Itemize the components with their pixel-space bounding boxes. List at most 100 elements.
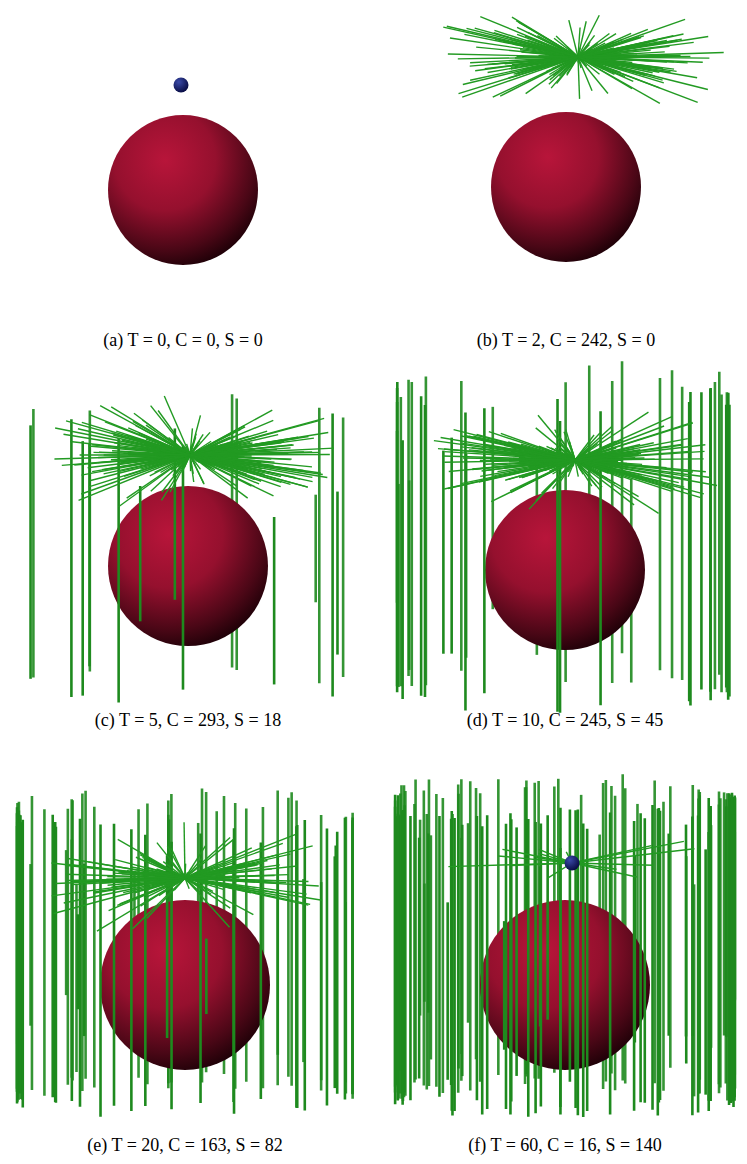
radial-segment <box>575 412 648 460</box>
radial-segment <box>552 57 578 69</box>
radial-segment <box>190 455 323 475</box>
vertical-segment <box>460 779 463 1080</box>
vertical-segment <box>16 807 19 1103</box>
vertical-segment <box>351 820 354 1094</box>
vertical-segment <box>55 827 58 1103</box>
vertical-segment <box>344 818 347 1100</box>
vertical-segment <box>287 798 290 1077</box>
vertical-segment <box>32 409 35 678</box>
vertical-segment <box>450 438 453 654</box>
radial-segment <box>480 17 578 57</box>
panel-illustration <box>108 78 258 266</box>
vertical-segment <box>732 807 735 1107</box>
vertical-segment <box>43 809 46 1096</box>
vertical-segment <box>89 411 92 672</box>
vertical-segment <box>509 813 512 1114</box>
panel-illustration <box>17 788 353 1116</box>
radial-segment <box>448 460 575 488</box>
vertical-segment <box>31 796 34 1090</box>
vertical-segment <box>326 828 329 1105</box>
vertical-segment <box>651 805 654 1110</box>
vertical-segment <box>273 517 276 684</box>
vertical-segment <box>718 792 721 1094</box>
radial-segment <box>510 460 575 491</box>
radial-segment <box>185 878 222 879</box>
vertical-segment <box>351 813 354 1099</box>
vertical-segment <box>18 810 21 1099</box>
vertical-segment <box>534 822 537 1113</box>
red-sphere <box>108 115 258 265</box>
vertical-segment <box>718 372 721 675</box>
vertical-segment <box>333 856 336 1088</box>
radial-segment <box>185 878 230 908</box>
radial-segment <box>447 26 578 57</box>
radial-segment <box>575 423 693 460</box>
panel-illustration <box>395 774 735 1117</box>
vertical-segment <box>351 817 354 1094</box>
radial-segment <box>190 455 312 467</box>
panel-caption: (c) T = 5, C = 293, S = 18 <box>95 710 281 731</box>
vertical-segment <box>320 815 323 1090</box>
radial-segment <box>575 460 671 491</box>
vertical-segment <box>714 382 717 689</box>
radial-segment <box>491 460 575 502</box>
vertical-segment <box>669 786 672 1068</box>
radial-segment <box>578 34 616 57</box>
vertical-segment <box>396 814 399 1101</box>
vertical-segment <box>314 495 317 603</box>
vertical-segment <box>70 419 73 697</box>
radial-segment <box>66 421 190 455</box>
red-sphere <box>100 900 270 1070</box>
radial-segment <box>578 36 644 57</box>
radial-segment <box>553 460 575 465</box>
radial-segment <box>190 455 219 462</box>
red-sphere <box>491 112 641 262</box>
panel-illustration <box>443 15 723 262</box>
vertical-segment <box>51 815 54 1097</box>
vertical-segment <box>442 798 445 1093</box>
vertical-segment <box>681 387 684 680</box>
vertical-segment <box>510 819 513 1101</box>
vertical-segment <box>559 808 562 1115</box>
vertical-segment <box>409 816 412 1100</box>
radial-segment <box>578 57 709 58</box>
radial-segment <box>501 433 575 460</box>
radial-segment <box>578 57 708 89</box>
radial-segment <box>567 47 578 57</box>
vertical-segment <box>586 829 589 1111</box>
radial-segment <box>115 860 185 878</box>
vertical-segment <box>93 807 96 1088</box>
vertical-segment <box>709 388 712 700</box>
radial-segment <box>480 459 575 461</box>
radial-segment <box>506 449 575 460</box>
radial-segment <box>118 839 185 878</box>
radial-segment <box>575 460 689 479</box>
radial-segment <box>578 48 614 57</box>
vertical-segment <box>75 885 78 1072</box>
vertical-segment <box>342 417 345 677</box>
radial-segment <box>578 57 698 102</box>
vertical-segment <box>719 798 722 1087</box>
radial-segment <box>516 21 578 57</box>
vertical-segment <box>691 816 694 1115</box>
radial-segment <box>575 454 590 460</box>
radial-segment <box>572 846 651 863</box>
vertical-segment <box>401 440 404 699</box>
vertical-segment <box>410 382 413 686</box>
radial-segment <box>190 455 295 477</box>
red-sphere <box>485 490 645 650</box>
vertical-segment <box>725 806 728 1036</box>
radial-segment <box>546 57 578 64</box>
vertical-segment <box>76 914 79 1009</box>
vertical-segment <box>546 815 549 1019</box>
vertical-segment <box>446 902 449 1079</box>
radial-segment <box>190 455 307 472</box>
vertical-segment <box>336 832 339 1094</box>
radial-segment <box>448 54 578 57</box>
red-sphere <box>108 486 268 646</box>
radial-segment <box>190 455 313 482</box>
vertical-segment <box>428 780 431 1087</box>
vertical-segment <box>276 791 279 1086</box>
vertical-segment <box>65 850 68 995</box>
